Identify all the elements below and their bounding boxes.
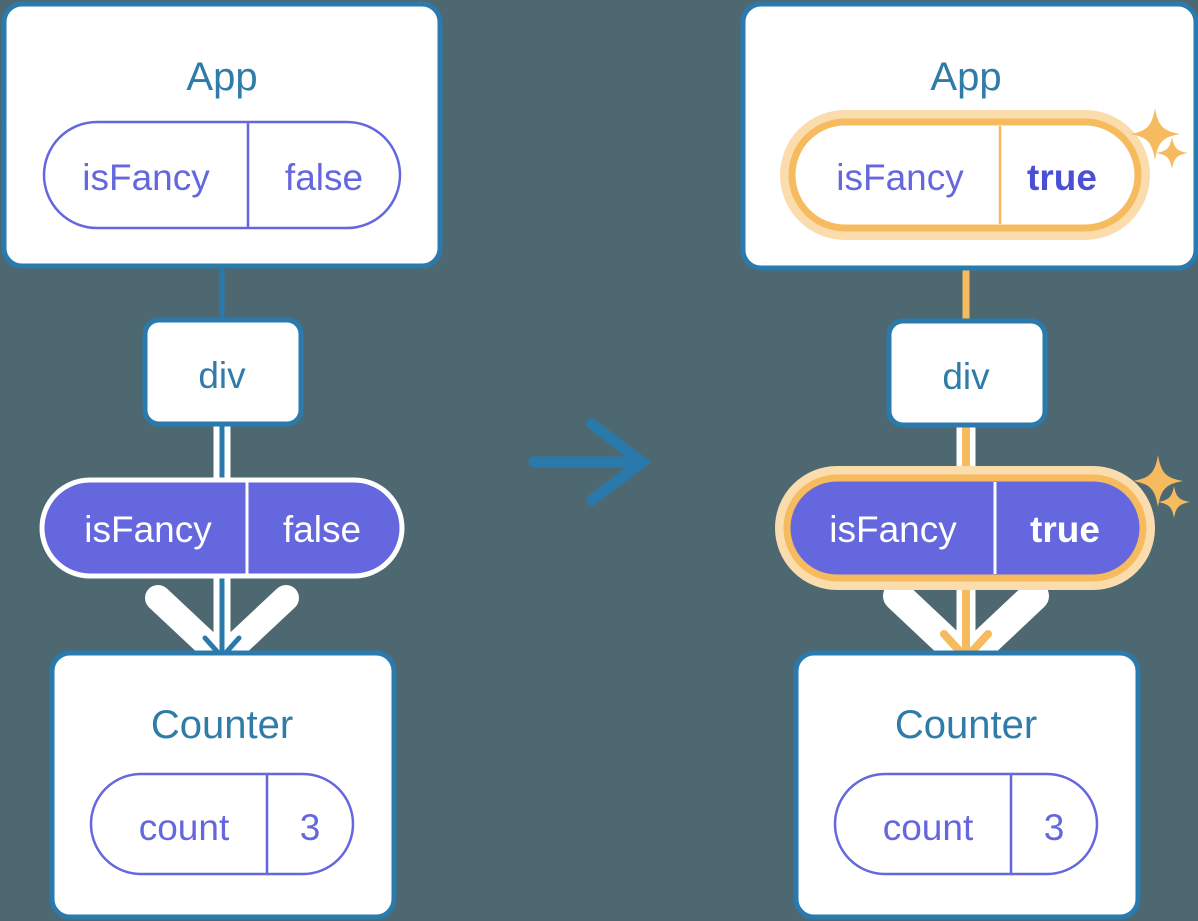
prop-pill-shape — [39, 477, 405, 579]
element-box-div[interactable] — [886, 318, 1048, 428]
element-title-div: div — [942, 356, 990, 397]
prop-pill-key: isFancy — [84, 509, 212, 550]
prop-pill-isfancy[interactable]: isFancy false — [39, 477, 405, 579]
panel-before: App isFancy false div isFancy false Coun… — [1, 1, 443, 920]
sparkle-icon — [1130, 108, 1188, 169]
state-pill-app-highlight-halo — [780, 110, 1150, 240]
state-pill-counter-value: 3 — [300, 807, 321, 848]
component-title-app: App — [930, 55, 1001, 99]
prop-pill-key: isFancy — [829, 509, 957, 550]
element-box-div[interactable] — [142, 317, 304, 427]
component-title-counter: Counter — [895, 703, 1037, 747]
state-pill-app-value: true — [1027, 157, 1097, 198]
prop-pill-isfancy[interactable]: isFancy true — [775, 466, 1155, 590]
component-title-counter: Counter — [151, 703, 293, 747]
component-title-app: App — [186, 55, 257, 99]
state-pill-app-value: false — [285, 157, 363, 198]
state-pill-app-shape — [788, 118, 1142, 232]
state-pill-app[interactable]: isFancy true — [780, 110, 1150, 240]
panel-after: App isFancy true div isF — [740, 1, 1198, 920]
right-arrow-icon — [528, 418, 652, 506]
state-pill-counter-value: 3 — [1044, 807, 1065, 848]
state-pill-counter[interactable]: count 3 — [89, 772, 355, 876]
state-pill-app[interactable]: isFancy false — [42, 120, 402, 230]
state-pill-app-shape — [42, 120, 402, 230]
prop-pill-shape — [783, 474, 1147, 582]
state-pill-counter-key: count — [883, 807, 974, 848]
prop-pill-highlight-halo — [775, 466, 1155, 590]
prop-pill-value: false — [283, 509, 361, 550]
state-pill-counter-key: count — [139, 807, 230, 848]
state-pill-app-key: isFancy — [836, 157, 964, 198]
state-pill-counter[interactable]: count 3 — [833, 772, 1099, 876]
sparkle-icon — [1133, 455, 1190, 518]
element-title-div: div — [198, 355, 246, 396]
state-pill-counter-shape — [89, 772, 355, 876]
state-pill-app-key: isFancy — [82, 157, 210, 198]
prop-pill-value: true — [1030, 509, 1100, 550]
state-pill-counter-shape — [833, 772, 1099, 876]
